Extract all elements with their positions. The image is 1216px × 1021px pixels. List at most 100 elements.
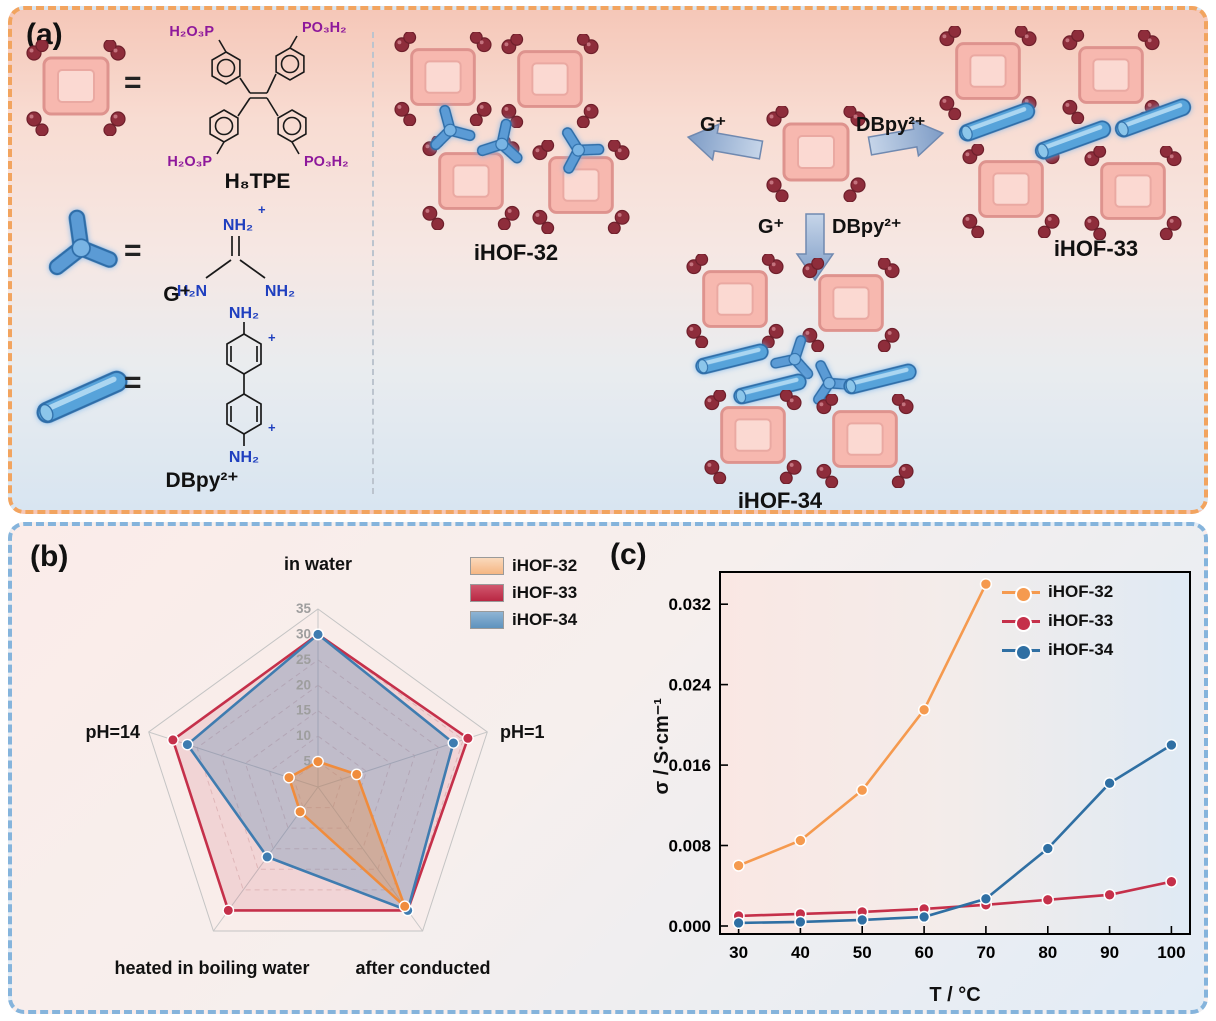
line-marker xyxy=(1165,738,1178,752)
line-marker xyxy=(1165,875,1178,888)
radar-grid-ring xyxy=(293,760,343,809)
equals-sign: = xyxy=(124,234,142,267)
x-tick-label: 80 xyxy=(1038,943,1057,962)
guanidinium-shape xyxy=(770,335,814,380)
line-marker xyxy=(1041,842,1054,855)
dbpy-name: DBpy²⁺ xyxy=(165,469,239,492)
legend-swatch-ihof33 xyxy=(470,584,504,602)
tpe-shape xyxy=(422,136,520,230)
tpe-shape xyxy=(704,390,802,484)
y-tick-label: 0.000 xyxy=(668,917,711,936)
phosphonate-label-bl: H₂O₃P xyxy=(167,154,212,170)
tpe-shape xyxy=(766,106,866,202)
guanidinium-shape xyxy=(48,209,118,276)
radar-tick-label: 30 xyxy=(296,626,311,641)
amine-label-top: NH₂ xyxy=(229,305,259,322)
radar-tick-label: 20 xyxy=(296,677,311,692)
tpe-shape xyxy=(1084,146,1182,240)
x-tick-label: 60 xyxy=(915,943,934,962)
radar-tick-label: 35 xyxy=(296,601,312,616)
down-arrow-left-label: G⁺ xyxy=(758,216,785,238)
line-series-iHOF-34 xyxy=(738,743,1173,925)
g-name: G⁺ xyxy=(163,283,191,306)
dbpy-rod-molecule xyxy=(1027,110,1119,169)
radar-grid-ring xyxy=(269,735,367,829)
legend-item: iHOF-32 xyxy=(1002,582,1114,603)
tpe-shape xyxy=(26,40,126,136)
amine-label-top: NH₂ xyxy=(223,217,253,234)
legend-label: iHOF-33 xyxy=(1048,611,1114,630)
legend-marker-ihof33 xyxy=(1002,614,1040,632)
guanidinium-molecule xyxy=(541,112,614,186)
dbpy-rod-shape xyxy=(695,343,769,375)
radar-tick-label: 10 xyxy=(296,728,311,743)
phosphonate-label-br: PO₃H₂ xyxy=(304,154,349,170)
radar-marker xyxy=(294,805,306,818)
legend-marker-ihof34 xyxy=(1002,643,1040,661)
arrow-right xyxy=(867,119,945,158)
down-arrow-right-label: DBpy²⁺ xyxy=(832,216,902,238)
radar-marker xyxy=(312,628,324,641)
radar-marker xyxy=(283,771,295,784)
dbpy-rod-shape xyxy=(958,102,1036,142)
radar-grid-ring xyxy=(244,710,392,850)
plus-charge: + xyxy=(258,202,266,217)
y-tick-label: 0.016 xyxy=(668,756,711,775)
product-label-ihof33: iHOF-33 xyxy=(1053,236,1139,261)
y-tick-label: 0.008 xyxy=(668,837,711,856)
radar-tick-label: 25 xyxy=(296,652,312,667)
line-marker xyxy=(856,913,869,927)
radar-tick-label: 15 xyxy=(296,703,312,718)
line-marker xyxy=(917,910,931,924)
guanidinium-shape xyxy=(430,104,476,151)
dbpy-rod-shape xyxy=(36,370,128,424)
guanidinium-molecule xyxy=(418,96,482,163)
tpe-molecule xyxy=(816,394,914,488)
tpe-shape xyxy=(939,26,1037,120)
radar-axis-heated: heated in boiling water xyxy=(114,958,310,978)
radar-grid-ring xyxy=(196,659,440,891)
dbpy-rod-shape xyxy=(733,373,807,405)
radar-marker xyxy=(398,900,411,913)
legend-item: iHOF-33 xyxy=(470,583,577,603)
dbpy-legend-icon xyxy=(26,357,138,438)
x-tick-label: 40 xyxy=(791,943,810,962)
legend-label: iHOF-34 xyxy=(1048,640,1114,659)
amine-label-right: NH₂ xyxy=(265,283,295,300)
panel-b-label: (b) xyxy=(30,540,69,573)
h8tpe-legend-icon xyxy=(26,40,126,136)
tpe-molecule xyxy=(686,254,784,348)
radar-chart-svg: 5 10 15 20 25 30 35 xyxy=(148,601,488,932)
guanidinium-molecule xyxy=(763,326,827,392)
line-marker xyxy=(1103,777,1116,790)
guanidinium-shape xyxy=(561,127,605,174)
g-legend-icon xyxy=(37,201,126,293)
tpe-molecule xyxy=(422,136,520,230)
x-tick-label: 70 xyxy=(976,943,995,962)
radar-marker xyxy=(222,904,235,917)
guanidinium-molecule xyxy=(471,111,533,176)
product-label-ihof32: iHOF-32 xyxy=(473,240,559,265)
y-axis-label: σ / S·cm⁻¹ xyxy=(651,697,673,795)
radar-tick-label: 5 xyxy=(303,754,311,769)
line-marker xyxy=(979,577,993,591)
h8tpe-structure: H₂O₃P PO₃H₂ H₂O₃P PO₃H₂ xyxy=(167,20,349,170)
y-tick-label: 0.032 xyxy=(668,595,711,614)
radar-series-iHOF-33 xyxy=(171,633,470,912)
line-marker xyxy=(732,916,745,930)
radar-axis-in-water: in water xyxy=(283,554,353,574)
legend-label: iHOF-32 xyxy=(1048,582,1114,601)
amine-label-left: H₂N xyxy=(177,283,207,300)
line-marker xyxy=(1103,888,1116,901)
radar-grid-ring xyxy=(148,608,488,932)
plot-area xyxy=(720,572,1190,934)
tpe-molecule xyxy=(704,390,802,484)
line-marker xyxy=(979,892,993,905)
plus-charge: + xyxy=(268,330,276,345)
guanidinium-structure: NH₂ + H₂N NH₂ xyxy=(177,202,295,300)
dbpy-rod-shape xyxy=(843,363,917,395)
x-tick-label: 30 xyxy=(729,943,748,962)
radar-marker xyxy=(312,755,324,768)
dbpy-structure: NH₂ + + NH₂ xyxy=(226,305,276,466)
